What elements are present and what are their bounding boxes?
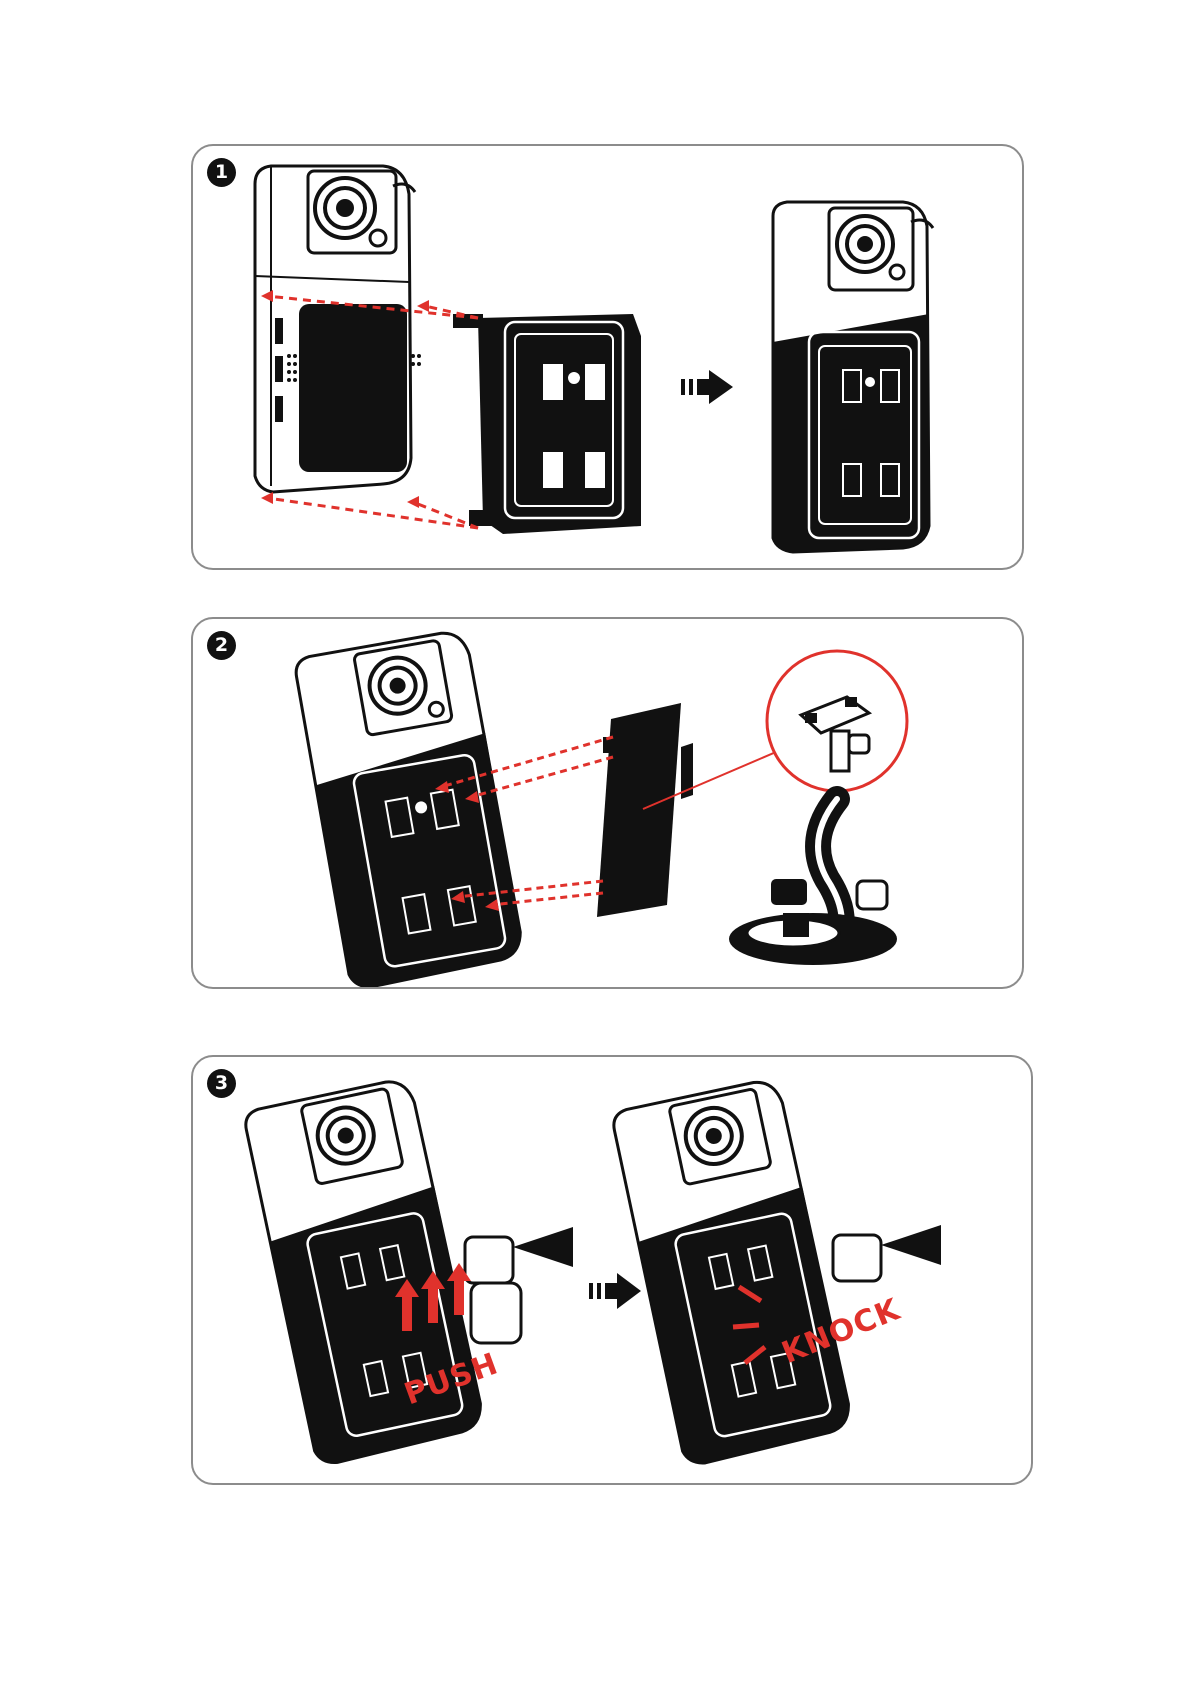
step-3-panel: 3 PUSH	[191, 1055, 1033, 1485]
step-1-panel: 1	[191, 144, 1024, 570]
step-3-next-arrow	[589, 1273, 641, 1309]
push-camera-illustration	[243, 1077, 487, 1467]
push-mount-knob	[465, 1227, 573, 1343]
zoom-detail-circle	[767, 651, 907, 791]
suction-mount-illustration	[729, 799, 897, 965]
step-2-illustration	[193, 619, 1024, 989]
back-plate-illustration	[453, 314, 641, 534]
knock-camera-illustration	[611, 1077, 855, 1467]
assembled-camera-illustration	[773, 202, 933, 552]
mount-bracket-illustration	[597, 703, 693, 917]
camera-front-illustration	[255, 166, 421, 492]
tilted-camera-illustration	[293, 629, 525, 989]
step-2-panel: 2	[191, 617, 1024, 989]
next-step-arrow	[681, 370, 733, 404]
knock-mount-knob	[833, 1225, 941, 1281]
step-3-illustration: PUSH	[193, 1057, 1033, 1485]
step-1-illustration	[193, 146, 1024, 570]
